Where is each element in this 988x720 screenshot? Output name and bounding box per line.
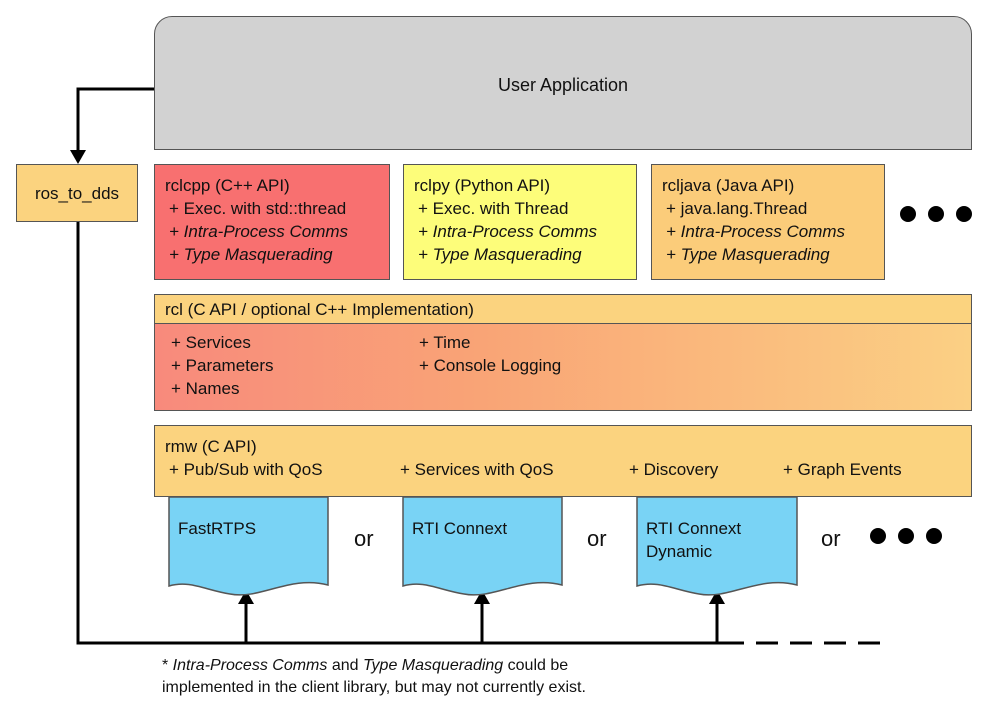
rmw-feature: + Services with QoS <box>400 460 554 479</box>
client-item: + Intra-Process Comms <box>169 222 349 241</box>
arrow-user-to-ros-to-dds <box>76 87 154 160</box>
footnote-line-1: * Intra-Process Comms and Type Masquerad… <box>162 654 568 677</box>
dds-shape-rti-connext <box>402 496 563 596</box>
client-item: + Exec. with std::thread <box>169 199 347 218</box>
arrowhead-down <box>70 150 86 164</box>
rclpy-box: rclpy (Python API) + Exec. with Thread +… <box>403 164 637 280</box>
footnote-text: and <box>327 657 363 674</box>
bus-line <box>76 222 722 645</box>
or-separator: or <box>821 526 841 551</box>
dds-label: Dynamic <box>646 542 713 561</box>
client-title: rcljava (Java API) <box>662 176 795 195</box>
or-separator: or <box>587 526 607 551</box>
footnote-line-2: implemented in the client library, but m… <box>162 679 586 696</box>
client-item: + Type Masquerading <box>418 245 582 264</box>
ellipsis-icon-client-row <box>900 206 972 222</box>
rmw-feature: + Discovery <box>629 460 719 479</box>
client-item: + Type Masquerading <box>666 245 830 264</box>
rcl-item: + Parameters <box>171 356 274 375</box>
rcl-item: + Time <box>419 333 471 352</box>
footnote-term: Type Masquerading <box>362 657 504 674</box>
rmw-feature: + Pub/Sub with QoS <box>169 460 323 479</box>
ros-to-dds-box: ros_to_dds <box>16 164 138 222</box>
rcl-item: + Services <box>171 333 251 352</box>
rcl-item: + Names <box>171 379 240 398</box>
rclcpp-box: rclcpp (C++ API) + Exec. with std::threa… <box>154 164 390 280</box>
client-item: + Intra-Process Comms <box>418 222 598 241</box>
footnote-term: Intra-Process Comms <box>172 657 328 674</box>
rcl-body: + Services + Parameters + Names + Time +… <box>154 323 972 411</box>
dds-shape-rti-connext-dynamic <box>636 496 798 596</box>
dds-label: RTI Connext <box>646 519 742 538</box>
rmw-box: rmw (C API) + Pub/Sub with QoS + Service… <box>154 425 972 497</box>
client-item: + Exec. with Thread <box>418 199 569 218</box>
client-title: rclpy (Python API) <box>414 176 551 195</box>
footnote-text: could be <box>503 657 569 674</box>
rmw-title: rmw (C API) <box>165 437 257 456</box>
rcljava-box: rcljava (Java API) + java.lang.Thread + … <box>651 164 885 280</box>
dds-label: RTI Connext <box>412 519 508 538</box>
user-application-box: User Application <box>154 16 972 150</box>
rcl-item: + Console Logging <box>419 356 562 375</box>
user-application-label: User Application <box>497 75 629 95</box>
dds-label: FastRTPS <box>178 519 257 538</box>
client-item: + Type Masquerading <box>169 245 333 264</box>
footnote-prefix: * <box>162 657 173 674</box>
ellipsis-icon-dds-row <box>870 528 942 544</box>
client-title: rclcpp (C++ API) <box>165 176 290 195</box>
ros-to-dds-label: ros_to_dds <box>34 184 120 203</box>
or-separator: or <box>354 526 374 551</box>
dds-shape-fastrtps <box>168 496 329 596</box>
rcl-title: rcl (C API / optional C++ Implementation… <box>165 300 474 319</box>
client-item: + Intra-Process Comms <box>666 222 846 241</box>
client-item: + java.lang.Thread <box>666 199 808 218</box>
rcl-header: rcl (C API / optional C++ Implementation… <box>154 294 972 324</box>
rmw-feature: + Graph Events <box>783 460 902 479</box>
